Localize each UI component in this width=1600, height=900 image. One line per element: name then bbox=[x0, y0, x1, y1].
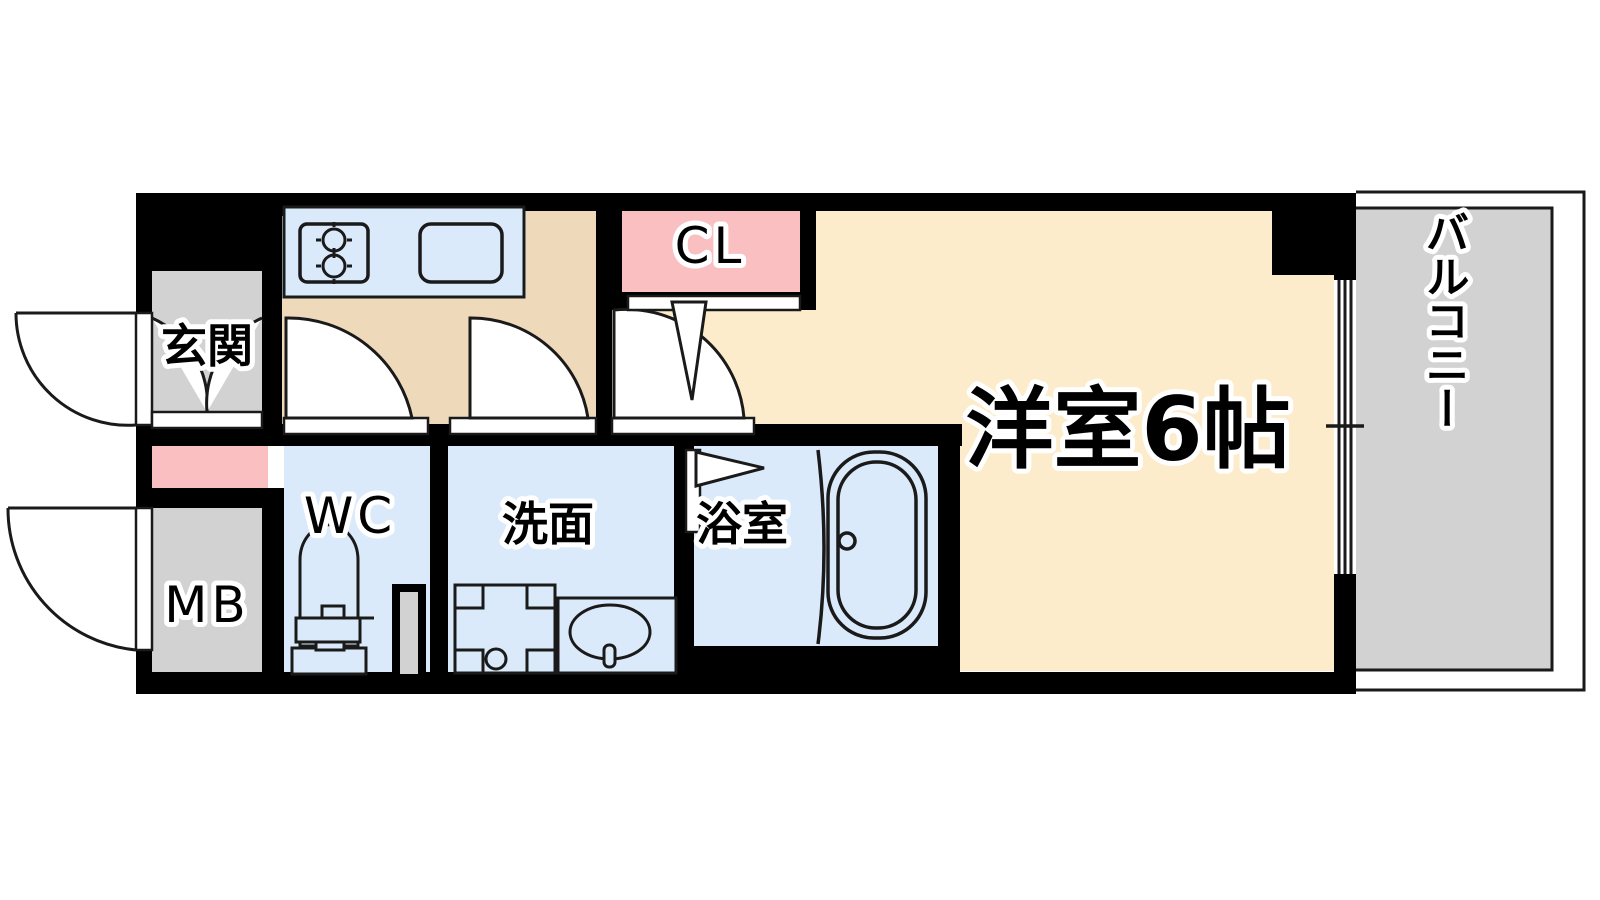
pan-corner-notches bbox=[455, 585, 555, 673]
wall-right-upper bbox=[1334, 193, 1356, 287]
vanity-basin-icon bbox=[556, 596, 678, 675]
label-yokushitsu: 浴室 bbox=[696, 497, 788, 551]
hall-door-mid[interactable] bbox=[448, 316, 598, 436]
label-mb: MB bbox=[164, 576, 249, 634]
burner-cross-2 bbox=[316, 248, 352, 284]
wall-shoe-bottom bbox=[136, 488, 282, 508]
hall-door-left[interactable] bbox=[282, 316, 430, 436]
toilet-connector bbox=[314, 640, 346, 652]
hall-door-left-swing[interactable] bbox=[284, 316, 414, 420]
wall-kitchen-left-stub bbox=[268, 196, 284, 216]
cl-door-fold[interactable] bbox=[670, 300, 708, 401]
toilet-tank bbox=[290, 646, 368, 676]
kitchen-counter bbox=[282, 205, 526, 299]
entrance-door-opening[interactable] bbox=[134, 311, 154, 427]
toilet-icon bbox=[290, 523, 374, 676]
meter-box-door[interactable] bbox=[6, 506, 154, 652]
label-youshitsu: 洋室6帖 bbox=[965, 378, 1290, 481]
room-door-threshold[interactable] bbox=[610, 416, 756, 436]
pipe-shaft-left bbox=[392, 584, 400, 674]
wall-bath-right bbox=[938, 424, 960, 676]
wall-wc-right bbox=[430, 446, 448, 694]
balcony-sliding-door[interactable] bbox=[1326, 280, 1364, 574]
burner-icon-2 bbox=[321, 253, 347, 279]
bath-drain-icon bbox=[837, 531, 857, 551]
entrance-door[interactable] bbox=[14, 311, 154, 427]
wall-left-upper bbox=[136, 193, 152, 315]
bath-door-fold[interactable] bbox=[694, 450, 765, 488]
genkan-double-door[interactable] bbox=[150, 316, 264, 430]
bathtub-icon bbox=[816, 449, 928, 645]
wall-hall-right bbox=[596, 196, 612, 434]
room-labels: 玄関 MB WC 洗面 浴室 CL 洋室6帖 バルコニー bbox=[156, 205, 1474, 639]
wall-right-lower bbox=[1334, 570, 1356, 694]
pipe-shaft-cap bbox=[392, 584, 426, 592]
bathtub-inner bbox=[836, 460, 918, 630]
mb-door-opening[interactable] bbox=[134, 506, 154, 652]
wall-cl-right bbox=[800, 196, 816, 308]
wall-left-lower bbox=[136, 650, 152, 694]
room-fill-balcony bbox=[1356, 208, 1552, 670]
label-senmen: 洗面 bbox=[502, 497, 594, 551]
wall-bottom-bath bbox=[680, 646, 952, 676]
label-closet: CL bbox=[675, 217, 746, 275]
bath-apron-curve bbox=[816, 449, 826, 645]
genkan-door-leaf-right[interactable] bbox=[205, 316, 263, 413]
label-wc: WC bbox=[304, 487, 396, 545]
room-fill-closet bbox=[618, 208, 804, 294]
bath-folding-door[interactable] bbox=[684, 448, 765, 534]
closet-folding-door[interactable] bbox=[626, 294, 802, 401]
cl-door-track[interactable] bbox=[626, 294, 802, 312]
pipe-shaft-fill bbox=[398, 590, 420, 674]
wall-left-shoe bbox=[136, 424, 152, 508]
genkan-door-threshold[interactable] bbox=[150, 410, 264, 430]
washing-machine-pan-icon bbox=[453, 583, 557, 675]
hall-door-left-threshold[interactable] bbox=[282, 416, 430, 436]
balcony-outline bbox=[1356, 190, 1586, 692]
mb-door-swing[interactable] bbox=[6, 506, 137, 652]
wall-genkan-right bbox=[262, 258, 282, 438]
wall-top-left-block bbox=[136, 193, 282, 271]
wall-mb-right bbox=[262, 488, 284, 694]
label-balcony: バルコニー bbox=[1418, 210, 1469, 430]
balcony-rail-inner bbox=[1356, 206, 1554, 672]
basin-faucet bbox=[602, 643, 617, 669]
wall-genkan-bottom bbox=[136, 424, 282, 446]
wall-hall-mid-stub bbox=[428, 424, 450, 446]
toilet-seat bbox=[294, 616, 362, 644]
room-fill-mb bbox=[146, 506, 268, 674]
pan-drain-icon bbox=[484, 647, 508, 671]
hall-door-mid-threshold[interactable] bbox=[448, 416, 598, 436]
pipe-shaft-right bbox=[418, 584, 426, 674]
room-fill-shoe-closet bbox=[146, 446, 268, 490]
pipe-shaft-icon bbox=[392, 584, 426, 674]
entrance-door-swing[interactable] bbox=[14, 311, 137, 427]
hall-door-mid-swing[interactable] bbox=[468, 316, 590, 420]
balcony-rail-outer bbox=[1356, 190, 1586, 692]
label-genkan: 玄関 bbox=[161, 319, 253, 373]
kitchen-sink-icon bbox=[418, 222, 504, 284]
